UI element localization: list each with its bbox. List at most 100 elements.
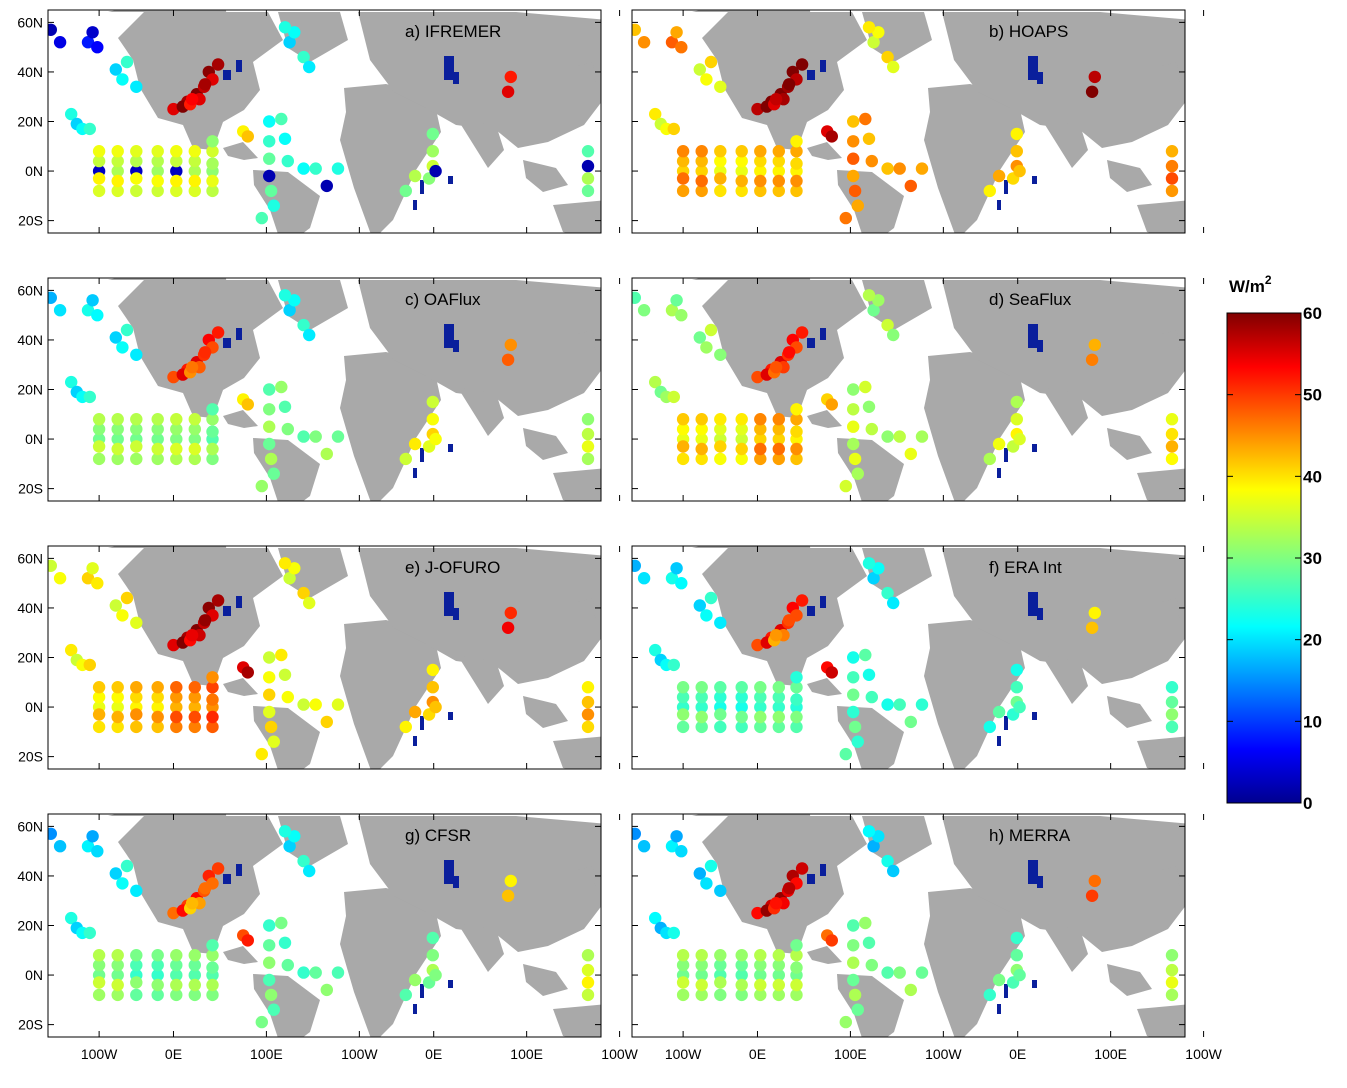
station-marker	[695, 958, 708, 972]
station-marker	[825, 666, 838, 679]
station-marker	[859, 916, 872, 930]
station-marker	[790, 403, 803, 416]
station-marker	[504, 338, 517, 352]
station-marker	[83, 122, 96, 136]
station-marker	[255, 211, 268, 225]
station-marker	[206, 452, 219, 466]
station-marker	[769, 361, 783, 374]
station-marker	[188, 720, 201, 734]
world-map	[632, 278, 1185, 501]
station-marker	[735, 978, 748, 992]
y-tick-label: 40N	[17, 64, 43, 80]
station-marker	[695, 720, 708, 734]
y-tick-label: 0N	[25, 431, 43, 447]
station-marker	[862, 400, 876, 413]
station-marker	[92, 422, 106, 436]
station-marker	[790, 413, 803, 426]
station-marker	[283, 36, 296, 49]
station-marker	[426, 663, 439, 677]
y-tick-label: 20N	[17, 650, 43, 666]
station-marker	[667, 122, 680, 136]
station-marker	[772, 184, 785, 198]
station-marker	[848, 988, 862, 1002]
station-marker	[848, 720, 862, 734]
station-marker	[670, 830, 683, 843]
station-marker	[111, 690, 124, 704]
station-marker	[130, 958, 143, 972]
station-marker	[665, 840, 679, 853]
station-marker	[53, 840, 67, 853]
station-marker	[693, 599, 706, 612]
station-marker	[754, 720, 767, 734]
station-marker	[872, 562, 885, 575]
station-marker	[399, 452, 412, 466]
station-marker	[399, 184, 412, 198]
station-marker	[151, 174, 164, 188]
station-marker	[263, 939, 276, 952]
x-tick-label: 0E	[165, 1046, 182, 1062]
station-marker	[48, 23, 57, 36]
station-marker	[695, 442, 708, 456]
x-tick-label: 100E	[1094, 1046, 1127, 1062]
y-tick-label: 60N	[17, 818, 43, 834]
station-marker	[754, 681, 767, 694]
station-marker	[649, 643, 662, 657]
x-tick-label: 0E	[425, 1046, 442, 1062]
station-marker	[676, 708, 690, 721]
station-marker	[735, 164, 748, 178]
station-marker	[297, 430, 310, 443]
station-marker	[700, 73, 713, 86]
station-marker	[109, 867, 122, 880]
station-marker	[206, 961, 219, 974]
station-marker	[754, 145, 767, 158]
station-marker	[581, 159, 595, 173]
station-marker	[581, 708, 595, 721]
station-marker	[893, 966, 906, 979]
station-marker	[649, 107, 662, 121]
station-marker	[151, 949, 164, 962]
station-marker	[111, 681, 124, 694]
station-marker	[772, 174, 785, 188]
station-marker	[151, 958, 164, 972]
station-marker	[206, 145, 219, 158]
station-marker	[695, 681, 708, 694]
station-marker	[859, 380, 872, 394]
station-marker	[198, 346, 212, 359]
y-tick-label: 0N	[25, 699, 43, 715]
station-marker	[735, 710, 748, 724]
y-tick-label: 20N	[17, 114, 43, 130]
station-marker	[790, 978, 803, 992]
colorbar-tick-label: 0	[1303, 794, 1312, 813]
station-marker	[847, 437, 860, 451]
station-marker	[151, 154, 164, 168]
station-marker	[170, 690, 183, 704]
station-marker	[675, 845, 688, 858]
station-marker	[320, 179, 333, 193]
station-marker	[865, 422, 878, 436]
station-marker	[206, 403, 219, 416]
station-marker	[714, 422, 727, 436]
station-marker	[887, 60, 900, 74]
station-marker	[893, 698, 906, 711]
station-marker	[278, 668, 292, 681]
station-marker	[859, 648, 872, 662]
station-marker	[881, 318, 894, 332]
panel-title: d) SeaFlux	[989, 290, 1072, 309]
station-marker	[278, 825, 292, 838]
station-marker	[130, 616, 143, 629]
panel-title: c) OAFlux	[405, 290, 481, 309]
station-marker	[504, 606, 517, 620]
panel-title: b) HOAPS	[989, 22, 1068, 41]
station-marker	[581, 413, 595, 426]
station-marker	[1013, 968, 1026, 982]
station-marker	[847, 383, 860, 396]
station-marker	[754, 174, 767, 188]
world-map	[632, 10, 1185, 233]
colorbar-tick-label: 60	[1303, 304, 1322, 323]
station-marker	[915, 966, 929, 979]
station-marker	[754, 413, 767, 426]
